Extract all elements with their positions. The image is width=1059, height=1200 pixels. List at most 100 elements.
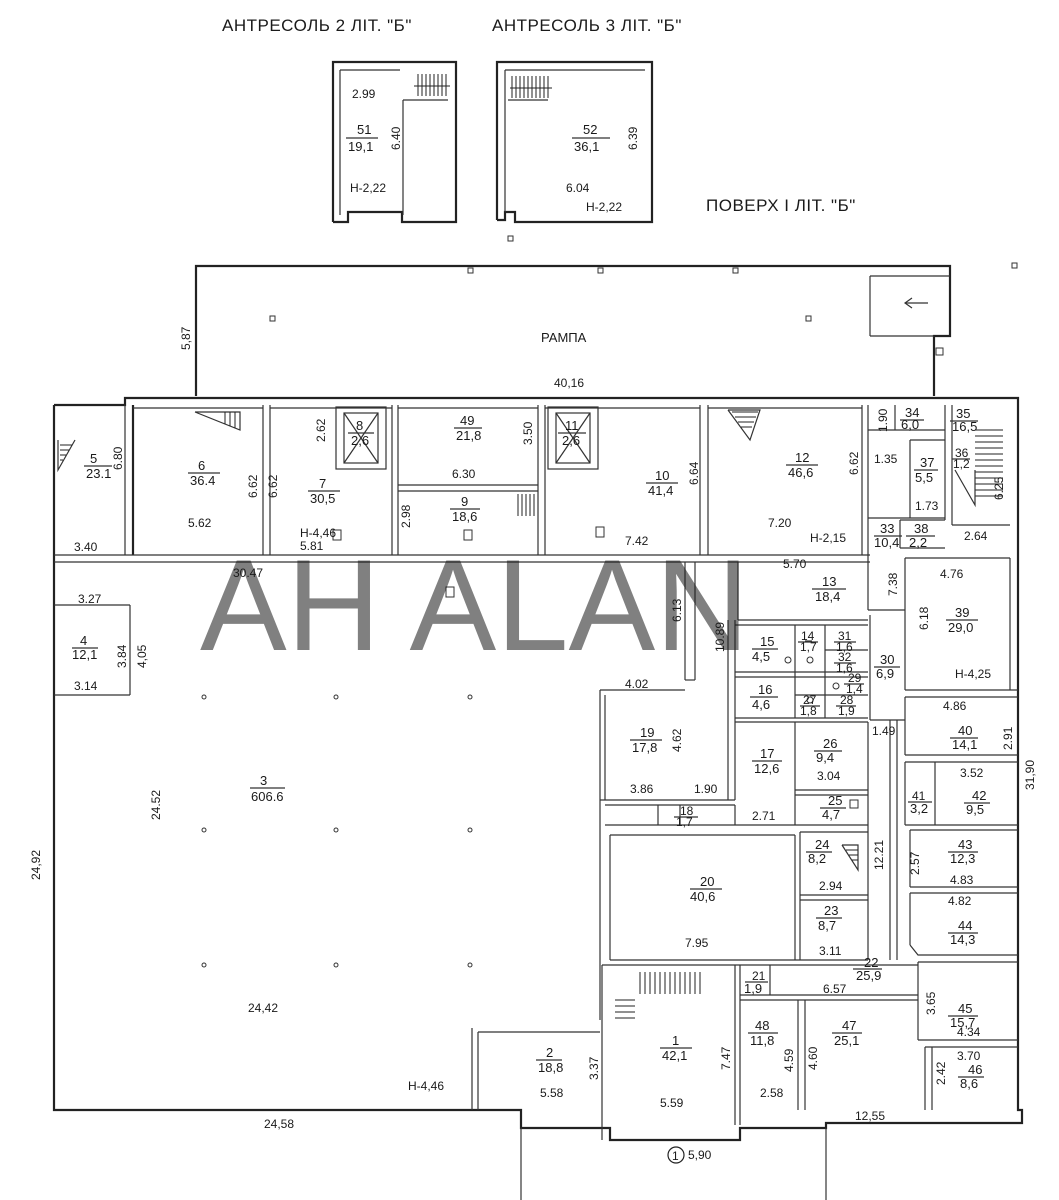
svg-text:6.80: 6.80: [111, 446, 125, 470]
svg-text:8: 8: [356, 418, 363, 433]
svg-text:5.62: 5.62: [188, 516, 212, 530]
svg-text:2.57: 2.57: [908, 851, 922, 875]
dimensions: 6.80 3.40 6.62 5.62 6.62 2.62 5.81 6.30 …: [29, 408, 1037, 1162]
svg-text:38: 38: [914, 521, 928, 536]
dim-total-top: 40,16: [554, 376, 584, 390]
room-7-height: Н-4,46: [300, 526, 336, 540]
svg-text:14,3: 14,3: [950, 932, 975, 947]
room-25: 254,7: [820, 793, 846, 822]
svg-text:3.14: 3.14: [74, 679, 98, 693]
svg-text:4.82: 4.82: [948, 894, 972, 908]
svg-text:2.98: 2.98: [399, 504, 413, 528]
svg-text:2.64: 2.64: [964, 529, 988, 543]
svg-text:4.02: 4.02: [625, 677, 649, 691]
svg-text:48: 48: [755, 1018, 769, 1033]
stairs: [57, 409, 1003, 1019]
svg-text:49: 49: [460, 413, 474, 428]
svg-text:47: 47: [842, 1018, 856, 1033]
svg-text:3.50: 3.50: [521, 421, 535, 445]
svg-text:1.90: 1.90: [694, 782, 718, 796]
svg-text:3.86: 3.86: [630, 782, 654, 796]
svg-text:14,1: 14,1: [952, 737, 977, 752]
svg-text:6.25: 6.25: [992, 476, 1006, 500]
room-29: 291,4: [844, 671, 864, 696]
svg-text:45: 45: [958, 1001, 972, 1016]
room-32: 321,6: [834, 650, 856, 675]
svg-text:15,7: 15,7: [950, 1015, 975, 1030]
dim-52-height: 6.39: [626, 126, 640, 150]
svg-text:19: 19: [640, 725, 654, 740]
svg-text:11: 11: [565, 418, 579, 433]
svg-text:1,7: 1,7: [676, 815, 693, 829]
svg-text:9,5: 9,5: [966, 802, 984, 817]
svg-text:2.94: 2.94: [819, 879, 843, 893]
dim-51-height: 6.40: [389, 126, 403, 150]
svg-text:7.95: 7.95: [685, 936, 709, 950]
room-34: 346,0: [900, 405, 924, 432]
svg-text:12: 12: [795, 450, 809, 465]
room-52-height: Н-2,22: [586, 200, 622, 214]
svg-text:15: 15: [760, 634, 774, 649]
svg-text:23.1: 23.1: [86, 466, 111, 481]
room-52-number: 52: [583, 122, 597, 137]
svg-text:18,6: 18,6: [452, 509, 477, 524]
svg-text:6.62: 6.62: [847, 451, 861, 475]
svg-text:4.76: 4.76: [940, 567, 964, 581]
svg-text:4,6: 4,6: [752, 697, 770, 712]
svg-text:25: 25: [828, 793, 842, 808]
ramp-label: РАМПА: [541, 330, 587, 345]
svg-text:16,5: 16,5: [952, 419, 977, 434]
svg-text:2: 2: [546, 1045, 553, 1060]
room-18: 181,7: [674, 804, 698, 829]
room-1: 142,1: [660, 1033, 692, 1063]
room-51-area: 19,1: [348, 139, 373, 154]
room-37: 375,5: [914, 455, 938, 485]
svg-text:25,9: 25,9: [856, 968, 881, 983]
svg-text:9: 9: [461, 494, 468, 509]
svg-text:18,8: 18,8: [538, 1060, 563, 1075]
svg-text:17,8: 17,8: [632, 740, 657, 755]
svg-text:5.81: 5.81: [300, 539, 324, 553]
room-24: 248,2: [806, 837, 832, 866]
svg-text:1.90: 1.90: [876, 408, 890, 432]
svg-text:4.83: 4.83: [950, 873, 974, 887]
room-16: 164,6: [750, 682, 778, 712]
svg-text:6.57: 6.57: [823, 982, 847, 996]
mezzanine-3: [495, 60, 654, 224]
room-7: 730,5: [308, 476, 340, 506]
stair-room-5: [57, 439, 76, 473]
svg-text:12,1: 12,1: [72, 647, 97, 662]
stair-room-9: [517, 494, 535, 516]
svg-text:31: 31: [838, 629, 852, 643]
svg-text:29: 29: [848, 671, 862, 685]
svg-text:4,7: 4,7: [822, 807, 840, 822]
svg-text:27: 27: [803, 693, 817, 707]
svg-text:24.52: 24.52: [149, 790, 163, 820]
svg-text:5.70: 5.70: [783, 557, 807, 571]
svg-text:32: 32: [838, 650, 852, 664]
dim-52-width: 6.04: [566, 181, 590, 195]
svg-text:4.86: 4.86: [943, 699, 967, 713]
watermark: AH ALAN: [200, 532, 749, 678]
svg-text:7.42: 7.42: [625, 534, 649, 548]
svg-text:7.47: 7.47: [719, 1046, 733, 1070]
svg-text:3.70: 3.70: [957, 1049, 981, 1063]
room-23: 238,7: [816, 903, 842, 933]
svg-text:6.30: 6.30: [452, 467, 476, 481]
svg-text:10.89: 10.89: [713, 622, 727, 652]
columns: [201, 526, 859, 968]
svg-text:3.84: 3.84: [115, 644, 129, 668]
svg-text:5: 5: [90, 451, 97, 466]
room-8: 82,6: [348, 418, 374, 448]
room-11: 112,6: [558, 418, 586, 448]
svg-text:40: 40: [958, 723, 972, 738]
